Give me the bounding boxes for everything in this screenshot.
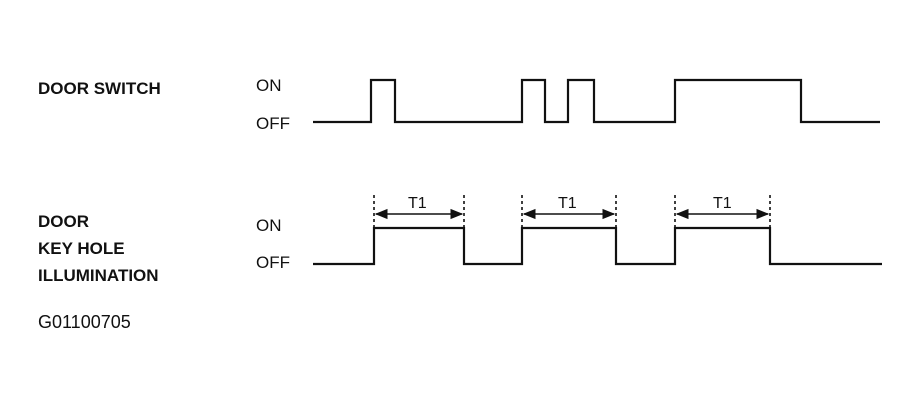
- key-hole-off-label: OFF: [256, 253, 290, 272]
- t1-label-2: T1: [558, 195, 577, 212]
- door-switch-off-label: OFF: [256, 114, 290, 133]
- key-hole-label-line-2: KEY HOLE: [38, 239, 125, 258]
- door-switch-waveform: [313, 78, 880, 124]
- figure-code: G01100705: [38, 312, 131, 332]
- door-switch-on-label: ON: [256, 76, 282, 95]
- t1-label-1: T1: [408, 195, 427, 212]
- t1-label-3: T1: [713, 195, 732, 212]
- key-hole-label-line-3: ILLUMINATION: [38, 266, 159, 285]
- key-hole-label-line-1: DOOR: [38, 212, 89, 231]
- key-hole-waveform: [313, 226, 882, 266]
- door-switch-label: DOOR SWITCH: [38, 79, 161, 98]
- key-hole-on-label: ON: [256, 216, 282, 235]
